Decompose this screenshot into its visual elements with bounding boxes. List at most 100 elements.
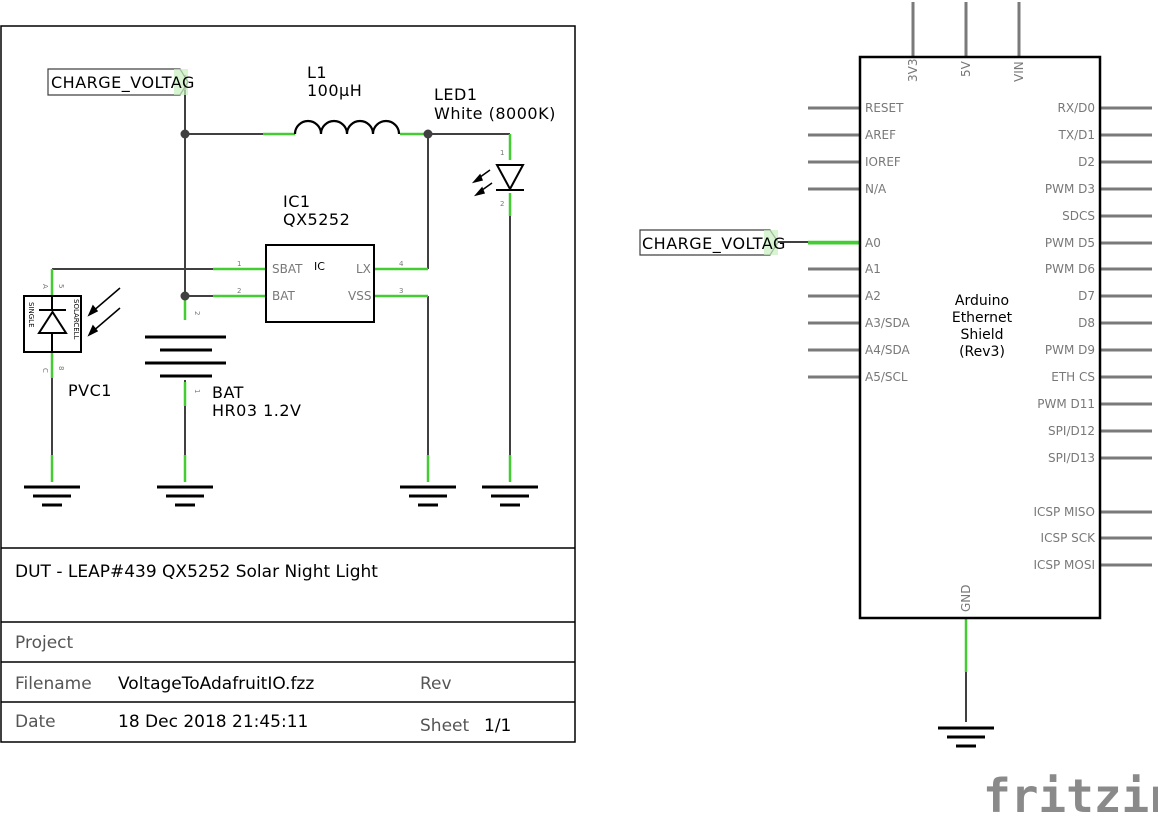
arduino-pin-icsp-sck: ICSP SCK — [1041, 531, 1097, 545]
ic-pin-name-lx: LX — [356, 262, 371, 276]
junction-dots — [180, 129, 433, 301]
ic-pin-num-3: 3 — [399, 287, 403, 295]
arduino-pin-icsp-mosi: ICSP MOSI — [1033, 558, 1095, 572]
ic-pin-num-4: 4 — [399, 260, 404, 268]
ground-icon — [938, 726, 994, 748]
led-pin-1: 1 — [500, 149, 504, 157]
arduino-left-pin-lines — [808, 106, 860, 379]
arduino-pin-3v3: 3V3 — [906, 59, 920, 82]
fritzing-watermark: fritzing — [983, 769, 1158, 822]
arduino-pin-n-a: N/A — [865, 182, 887, 196]
net-label-text: CHARGE_VOLTAG — [642, 234, 786, 254]
arduino-pin-d8: D8 — [1078, 316, 1095, 330]
arduino-top-pin-lines — [911, 2, 1021, 57]
inductor-value: 100µH — [307, 81, 362, 100]
arduino-name-line-4: (Rev3) — [959, 344, 1005, 360]
arduino-pin-a0: A0 — [865, 236, 881, 250]
arduino-pin-tx-d1: TX/D1 — [1058, 128, 1095, 142]
arduino-ethernet-shield[interactable]: 3V3 5V VIN RESET AREF IOREF N/A A0A1A2A3/SDA… — [808, 2, 1152, 620]
filename-label: Filename — [15, 674, 92, 694]
arduino-pin-pwm-d5: PWM D5 — [1045, 236, 1095, 250]
arduino-pin-a5-scl: A5/SCL — [865, 370, 908, 384]
arduino-pin-d7: D7 — [1078, 289, 1095, 303]
date-value: 18 Dec 2018 21:45:11 — [118, 712, 308, 732]
solar-pin-a: A — [41, 284, 49, 289]
ic-pin-name-vss: VSS — [348, 289, 371, 303]
arduino-pin-aref: AREF — [865, 128, 896, 142]
arduino-right-pin-lines — [1100, 106, 1152, 567]
arduino-pin-a3-sda: A3/SDA — [865, 316, 911, 330]
ground-symbols — [24, 485, 994, 748]
solar-body-right: SOLARCELL — [72, 299, 80, 340]
incoming-light-arrows-icon — [87, 287, 121, 337]
ground-icon — [157, 485, 213, 507]
rev-label: Rev — [420, 674, 452, 694]
net-label-charge-voltage-arduino[interactable]: CHARGE_VOLTAG — [639, 229, 786, 256]
arduino-pin-ioref: IOREF — [865, 155, 901, 169]
arduino-name-line-3: Shield — [960, 327, 1003, 343]
arduino-pin-a1: A1 — [865, 262, 881, 276]
arduino-pin-a4-sda: A4/SDA — [865, 343, 911, 357]
date-label: Date — [15, 712, 56, 732]
arduino-name-line-1: Arduino — [955, 293, 1009, 309]
ic-pin-name-sbat: SBAT — [272, 262, 303, 276]
solar-pin-c: C — [41, 368, 49, 373]
solar-cell-pvc1[interactable]: SINGLE SOLARCELL A 5 C 8 PVC1 — [23, 284, 121, 400]
battery-pin-2: 2 — [193, 311, 201, 315]
battery-value: HR03 1.2V — [212, 401, 301, 420]
arduino-body — [858, 55, 1102, 620]
ic-value: QX5252 — [283, 210, 350, 229]
junction-dot — [423, 129, 433, 139]
arduino-pin-a2: A2 — [865, 289, 881, 303]
arduino-pin-pwm-d3: PWM D3 — [1045, 182, 1095, 196]
arduino-pin-pwm-d11: PWM D11 — [1037, 397, 1095, 411]
light-emission-arrows-icon — [471, 169, 493, 197]
arduino-pin-pwm-d9: PWM D9 — [1045, 343, 1095, 357]
battery-bat[interactable]: 2 1 BAT HR03 1.2V — [145, 311, 301, 420]
solar-body-left: SINGLE — [27, 302, 35, 328]
arduino-name: Arduino Ethernet Shield (Rev3) — [952, 293, 1013, 360]
solar-pin-5: 5 — [57, 284, 65, 288]
ic-pin-name-bat: BAT — [272, 289, 296, 303]
battery-ref: BAT — [212, 383, 244, 402]
led-pin-2: 2 — [500, 200, 504, 208]
sheet-frame — [0, 25, 576, 743]
project-label: Project — [15, 633, 73, 653]
ground-icon — [482, 485, 538, 507]
inductor-l1[interactable]: L1 100µH — [293, 63, 401, 135]
ic-body-label: IC — [314, 260, 325, 273]
solar-cell-ref: PVC1 — [68, 381, 112, 400]
arduino-pin-gnd: GND — [959, 584, 973, 612]
arduino-pin-eth-cs: ETH CS — [1051, 370, 1095, 384]
arduino-name-line-2: Ethernet — [952, 310, 1013, 326]
inductor-ref: L1 — [307, 63, 327, 82]
sheet-label: Sheet — [420, 716, 469, 736]
battery-pin-1: 1 — [193, 389, 201, 393]
net-label-charge-voltage[interactable]: CHARGE_VOLTAG — [47, 68, 195, 96]
ic-pin-num-1: 1 — [237, 260, 241, 268]
arduino-pin-spi-d12: SPI/D12 — [1048, 424, 1095, 438]
arduino-pin-5v: 5V — [959, 60, 973, 77]
arduino-pin-reset: RESET — [865, 101, 904, 115]
sheet-value: 1/1 — [484, 716, 511, 736]
ic-pin-num-2: 2 — [237, 287, 241, 295]
ground-icon — [24, 485, 80, 507]
arduino-pin-rx-d0: RX/D0 — [1058, 101, 1095, 115]
ic-ref: IC1 — [283, 192, 311, 211]
net-label-text: CHARGE_VOLTAG — [51, 73, 195, 93]
arduino-pin-vin: VIN — [1012, 61, 1026, 82]
sheet-title: DUT - LEAP#439 QX5252 Solar Night Light — [15, 562, 378, 582]
junction-dot — [180, 129, 190, 139]
arduino-pin-icsp-miso: ICSP MISO — [1033, 505, 1095, 519]
led-led1[interactable]: 1 2 LED1 White (8000K) — [434, 85, 556, 208]
ic-qx5252[interactable]: IC1 QX5252 IC SBAT BAT LX VSS 1 2 4 3 — [237, 192, 404, 323]
ground-icon — [400, 485, 456, 507]
junction-dot — [180, 291, 190, 301]
led-value: White (8000K) — [434, 104, 556, 123]
arduino-pin-sdcs: SDCS — [1062, 209, 1095, 223]
solar-pin-8: 8 — [57, 366, 65, 370]
filename-value: VoltageToAdafruitIO.fzz — [118, 674, 314, 694]
